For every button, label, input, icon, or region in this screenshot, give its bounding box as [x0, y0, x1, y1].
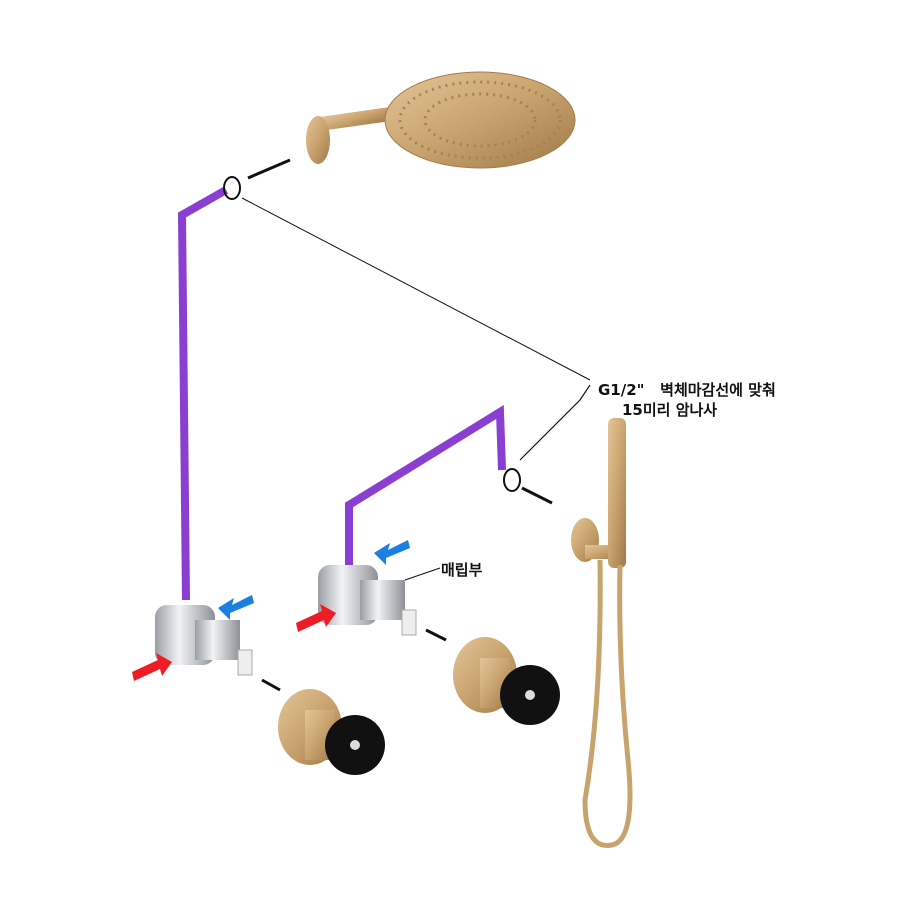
water-pipes [177, 186, 506, 601]
hand-shower [571, 418, 633, 848]
embedded-valve-right [318, 565, 417, 636]
valve-handle-left [278, 689, 385, 775]
outlet-connections [223, 158, 591, 692]
rain-shower-head [306, 71, 576, 169]
cold-water-arrows [218, 540, 410, 620]
embedded-part-label: 매립부 [441, 561, 483, 579]
thread-note-line2: 15미리 암나사 [622, 401, 718, 419]
hot-water-arrows [132, 604, 336, 681]
thread-annotation: G1/2" 벽체마감선에 맞춰 [598, 380, 776, 400]
valve-handle-right [453, 637, 560, 725]
embedded-valve-left [155, 605, 253, 676]
thread-note-line1: 벽체마감선에 맞춰 [660, 381, 776, 399]
thread-size: G1/2" [598, 381, 645, 399]
